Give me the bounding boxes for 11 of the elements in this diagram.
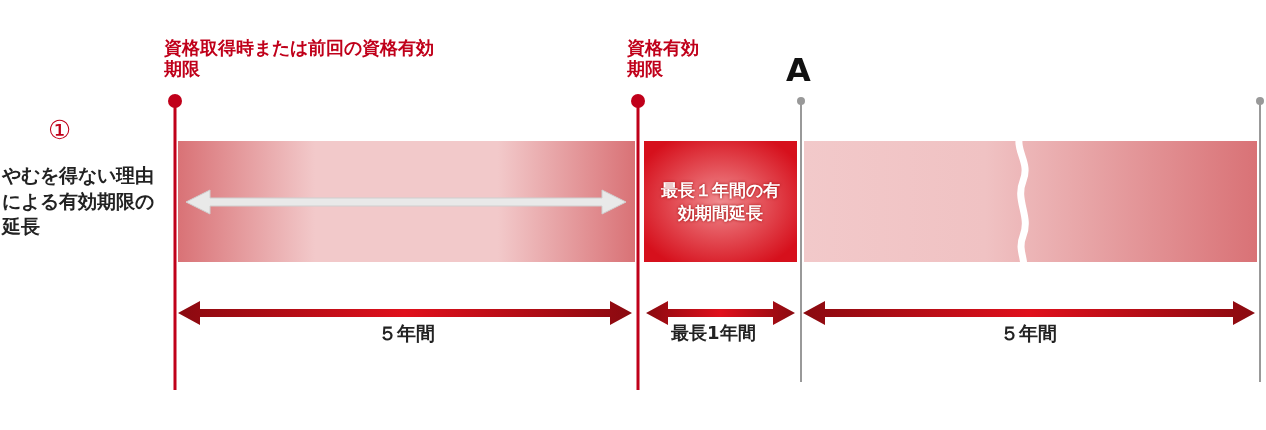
timeline-label: 資格取得時または前回の資格有効期限 [164, 38, 435, 80]
circled-number: ① [48, 116, 72, 146]
period-band [644, 141, 797, 262]
timeline-label: 資格有効期限 [627, 38, 700, 80]
duration-label: ５年間 [1000, 323, 1057, 345]
period-bar [178, 141, 635, 262]
band-label: 最長１年間の有効期間延長 [661, 178, 780, 225]
point-label: A [786, 52, 811, 89]
duration-label: ５年間 [378, 323, 435, 345]
row-heading: やむを得ない理由による有効期限の延長 [2, 163, 155, 240]
duration-label: 最長1年間 [671, 323, 756, 344]
